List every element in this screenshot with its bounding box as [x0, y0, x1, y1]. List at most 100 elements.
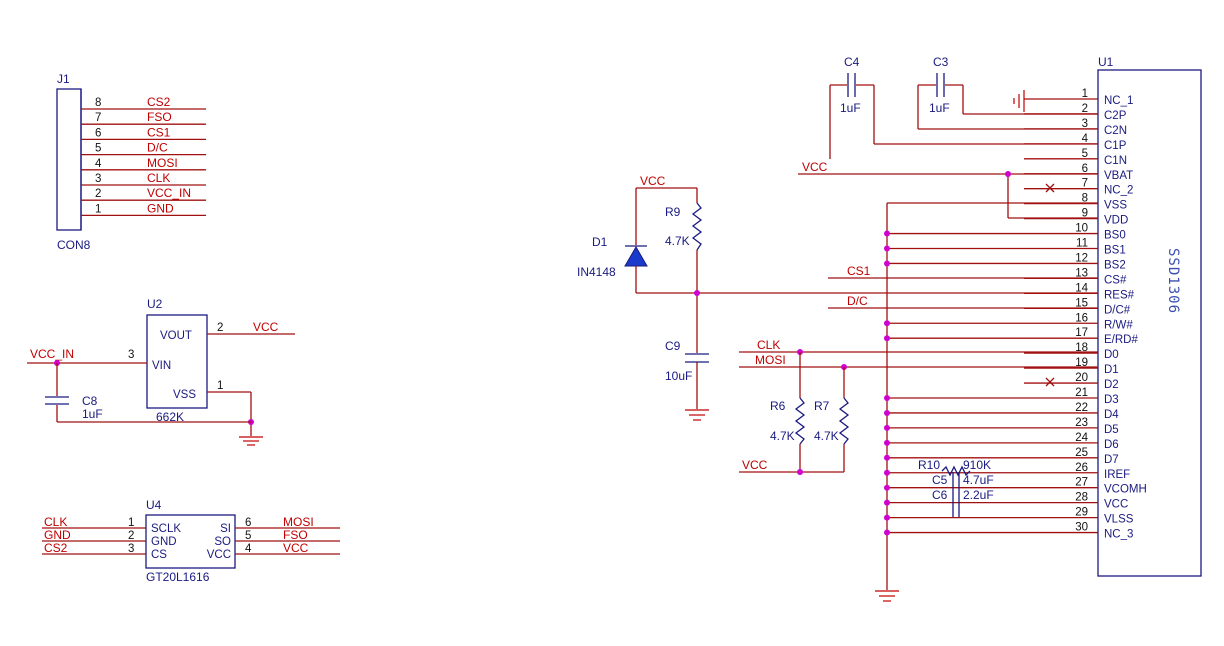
junction-dot: [884, 484, 890, 491]
junction-dot: [884, 395, 890, 401]
j1-pin-net: CS2: [147, 95, 171, 109]
j1-value: CON8: [57, 238, 91, 252]
u4-pin-net: CS2: [44, 541, 68, 555]
u1-pin-name: D2: [1104, 379, 1119, 391]
u1-pin-name: VCOMH: [1104, 484, 1147, 496]
u1-pin-number: 9: [1082, 208, 1088, 220]
junction-dot: [884, 230, 890, 237]
u4-pin-number: 5: [245, 530, 251, 542]
u1-pin-list: 1NC_12C2P3C2N4C1P5C1N6VBAT7NC_28VSS9VDD1…: [887, 88, 1147, 541]
u1-pin-name: NC_3: [1104, 529, 1133, 541]
u4-pin-name: CS: [151, 549, 167, 561]
u4-pin-number: 1: [128, 517, 134, 529]
u1-pin-number: 14: [1075, 282, 1088, 294]
u4-pin-name: SCLK: [151, 523, 181, 535]
u2-pin-vin: VIN: [152, 360, 171, 372]
u1-pin-number: 24: [1075, 432, 1088, 444]
c8-ref: C8: [82, 394, 98, 408]
r7-resistor: [838, 397, 850, 445]
ground-icon: [875, 590, 899, 602]
j1-pin-number: 4: [95, 158, 102, 170]
u4-pin-name: GND: [151, 536, 177, 548]
u1-pin-number: 25: [1075, 447, 1088, 459]
u1-pin-name: D0: [1104, 349, 1119, 361]
u1-pin-number: 11: [1076, 238, 1088, 250]
junction-dot: [884, 320, 890, 327]
u1-pin-number: 3: [1082, 118, 1088, 130]
u1-pin-name: VCC: [1104, 499, 1128, 511]
u4-pin-number: 3: [128, 543, 134, 555]
junction-dot: [694, 290, 700, 296]
c8-value: 1uF: [82, 407, 103, 421]
j1-pin-net: D/C: [147, 141, 168, 155]
u1-pin-name: IREF: [1104, 469, 1130, 481]
c5-value: 4.7uF: [963, 473, 994, 487]
c6-ref: C6: [932, 488, 948, 502]
c3-ref: C3: [933, 55, 949, 69]
u1-pin-number: 26: [1075, 462, 1088, 474]
r9-value: 4.7K: [665, 234, 690, 248]
junction-dot: [884, 454, 890, 461]
u2-value: 662K: [156, 410, 184, 424]
u1-pin-number: 7: [1082, 178, 1088, 190]
u1-pin-number: 17: [1075, 327, 1088, 339]
j1-pin-number: 8: [95, 97, 101, 109]
r7-value: 4.7K: [814, 429, 839, 443]
u2-num-vout: 2: [217, 322, 223, 334]
u4-pin-net: FSO: [283, 528, 308, 542]
junction-dot: [884, 335, 890, 342]
u1-pin-name: NC_1: [1104, 95, 1133, 107]
u1-pin-name: D5: [1104, 424, 1119, 436]
u1-pin-number: 18: [1075, 342, 1088, 354]
u1-net-vcc-top: VCC: [802, 160, 828, 174]
u4-ref: U4: [146, 498, 162, 512]
u4-pin-name: SI: [220, 523, 231, 535]
j1-ref: J1: [57, 72, 70, 86]
u1-pin-name: D7: [1104, 454, 1119, 466]
u1-pin-name: D4: [1104, 409, 1119, 421]
u1-ref: U1: [1098, 55, 1114, 69]
c4-ref: C4: [844, 55, 860, 69]
junction-dot: [884, 409, 890, 416]
junction-dot: [797, 469, 803, 475]
u1-pin-number: 10: [1075, 223, 1088, 235]
ground-junctions: [884, 230, 890, 536]
u4-value: GT20L1616: [146, 570, 210, 584]
j1-pin-number: 2: [95, 188, 101, 200]
u1-pin-number: 29: [1075, 507, 1088, 519]
u1-pin-name: C2P: [1104, 110, 1127, 122]
u1-pin-name: C1N: [1104, 155, 1127, 167]
u4-pin-number: 6: [245, 517, 251, 529]
j1-pin-number: 3: [95, 173, 101, 185]
u1-pin-name: D6: [1104, 439, 1119, 451]
r6-resistor: [794, 397, 806, 445]
junction-dot: [884, 529, 890, 536]
u4-pin-net: CLK: [44, 515, 67, 529]
u1-pin-name: D1: [1104, 364, 1119, 376]
u1-pin-name: E/RD#: [1104, 334, 1138, 346]
u1-pin-number: 12: [1075, 252, 1088, 264]
r7-ref: R7: [814, 399, 830, 413]
j1-pin-net: VCC_IN: [147, 186, 191, 200]
junction-dot: [884, 424, 890, 431]
r9-resistor: [691, 202, 703, 251]
c9-ref: C9: [665, 339, 681, 353]
u1-pin-number: 15: [1075, 297, 1088, 309]
u1-pin-name: VLSS: [1104, 514, 1134, 526]
j1-pin-number: 1: [95, 203, 101, 215]
no-connect-icon: [1045, 377, 1055, 387]
u1-pin-number: 22: [1075, 402, 1088, 414]
j1-body: [56, 88, 82, 231]
u1-net-vcc-pull: VCC: [742, 458, 768, 472]
junction-dot: [884, 260, 890, 267]
u4-pin-net: MOSI: [283, 515, 314, 529]
ground-icon: [1013, 90, 1025, 112]
r9-ref: R9: [665, 205, 681, 219]
u4-pin-number: 2: [128, 530, 134, 542]
u1-net-clk: CLK: [757, 338, 780, 352]
junction-dot: [884, 499, 890, 506]
